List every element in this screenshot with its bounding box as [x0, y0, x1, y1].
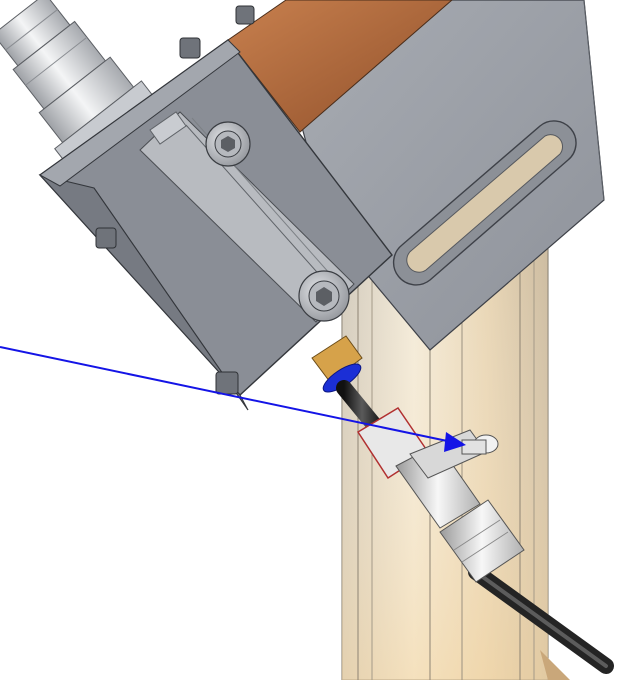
socket-head-screw-upper: [205, 121, 251, 167]
slot-cutout: [392, 120, 577, 286]
annotation-arrow: [0, 346, 466, 452]
corner-bolt-2: [179, 37, 201, 59]
copper-block: [227, 0, 453, 133]
linear-rail: [139, 111, 355, 323]
corner-bolt-1: [235, 5, 255, 25]
push-fitting: [439, 499, 525, 583]
cylinder-tool: [0, 0, 155, 166]
brass-nozzle: [311, 335, 363, 383]
push-button: [461, 434, 499, 455]
corner-bolt-3: [95, 227, 117, 249]
socket-head-screw-lower: [298, 270, 350, 322]
corner-bolt-4: [215, 371, 239, 395]
